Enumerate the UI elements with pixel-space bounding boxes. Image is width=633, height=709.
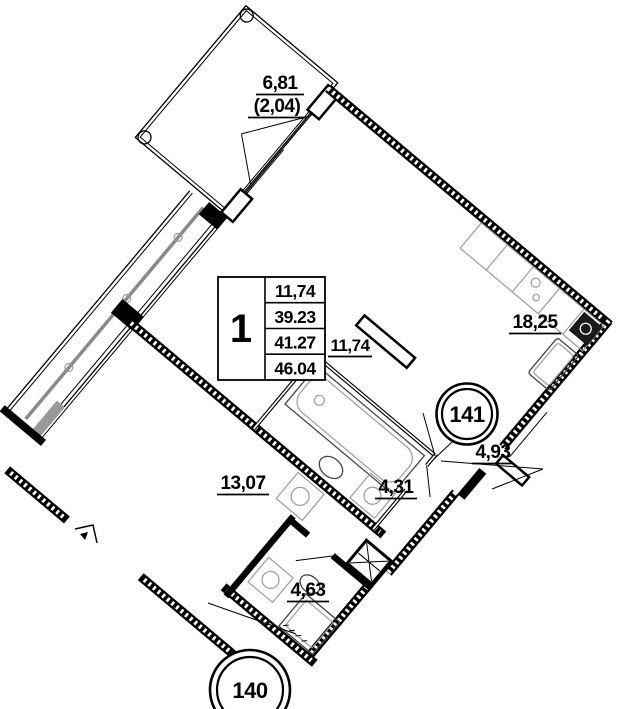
label-bathroom-area: 4,31 xyxy=(379,477,415,498)
west-facade xyxy=(36,83,342,442)
kitchen-fixtures xyxy=(459,222,605,391)
shower-room-fixtures xyxy=(247,556,341,656)
section-mark-icon xyxy=(74,524,98,544)
balcony-terrace xyxy=(134,4,339,216)
summary-table: 1 11,74 39.23 41.27 46.04 xyxy=(217,276,326,381)
entrance-door xyxy=(440,460,544,490)
room-labels: 6,81 (2,04) 11,74 18,25 13,07 4,31 4,93 … xyxy=(217,73,561,603)
balcony-door-leaf xyxy=(241,115,312,135)
balcony-door-swing xyxy=(240,133,252,188)
bathtub-drain-icon xyxy=(313,394,326,406)
table-value-total: 46.04 xyxy=(274,359,316,379)
label-shower-room-area: 4,63 xyxy=(291,580,326,601)
party-wall-block xyxy=(198,201,228,230)
apartment-number-badge: 141 xyxy=(435,382,499,446)
label-terrace-area: 6,81 xyxy=(263,73,299,94)
washbasin xyxy=(318,455,344,480)
bathtub xyxy=(284,364,426,495)
washbasin xyxy=(299,574,321,595)
shower-room-door-leaf xyxy=(295,555,333,562)
apartment-number: 141 xyxy=(449,402,484,427)
label-corridor-area: 13,07 xyxy=(220,473,265,494)
neighbor-badge-leader-line xyxy=(207,602,297,635)
table-room-count: 1 xyxy=(230,307,252,351)
balcony-column-icon xyxy=(137,130,152,145)
vent-shaft xyxy=(345,538,394,586)
label-terrace-area-reduced: (2,04) xyxy=(254,96,301,117)
stove-burner-icon xyxy=(530,277,541,288)
exterior-walls xyxy=(220,84,613,667)
table-value-living: 11,74 xyxy=(275,281,316,301)
washing-machine xyxy=(247,556,294,604)
balcony-column-icon xyxy=(239,8,254,23)
bathroom-fixtures xyxy=(284,364,426,520)
neighbor-apartment-number: 140 xyxy=(232,678,267,703)
washing-machine xyxy=(275,471,325,522)
bathroom-door-leaf xyxy=(426,465,431,498)
table-value-apartment: 39.23 xyxy=(274,307,316,327)
label-entry-hall-area: 4,93 xyxy=(476,442,511,463)
toilet xyxy=(349,472,396,520)
neighbor-apartment-badge: 140 xyxy=(208,648,292,709)
kitchen-sink xyxy=(568,311,603,346)
hall-boundary-line xyxy=(422,412,436,457)
stove-burner-icon xyxy=(532,293,540,302)
shaft-fill xyxy=(32,400,65,437)
fridge xyxy=(528,338,579,391)
shower-tray xyxy=(277,592,341,656)
label-kitchen-living-area: 18,25 xyxy=(512,312,558,333)
gallery-strip xyxy=(0,190,228,446)
label-room-area: 11,74 xyxy=(330,336,370,355)
table-value-reduced: 41.27 xyxy=(274,333,315,353)
badge-leader-line xyxy=(433,441,453,460)
kitchen-partition-stub xyxy=(354,313,417,370)
strip-end-wall xyxy=(0,405,47,446)
corridor-fixtures xyxy=(275,471,325,522)
shower-room-walls xyxy=(223,514,374,599)
neighbor-walls xyxy=(4,466,238,660)
